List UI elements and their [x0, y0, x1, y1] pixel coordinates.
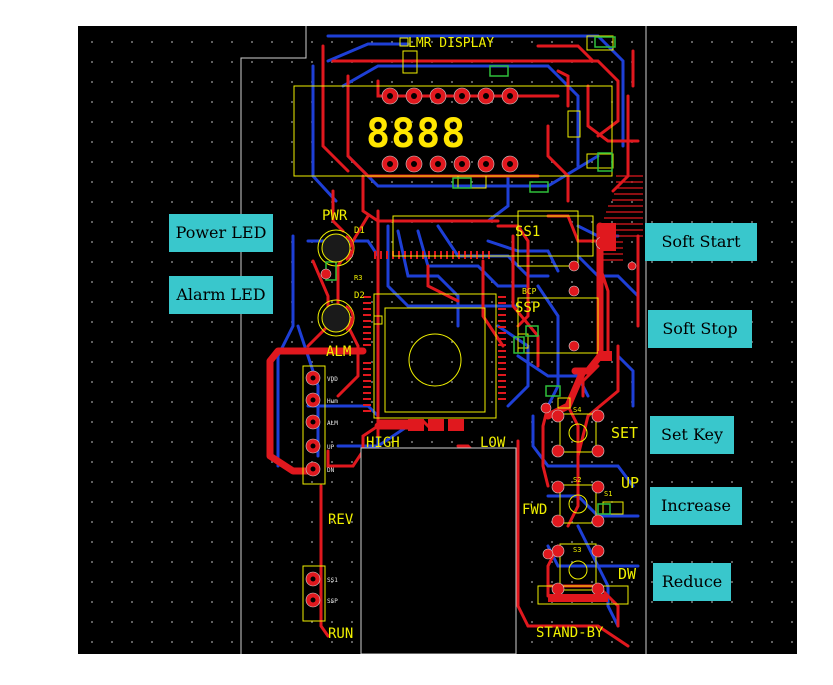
- led-pad-rings: [345, 234, 355, 332]
- smd-pads: [408, 223, 616, 602]
- d2-label: D2: [354, 291, 365, 301]
- callout-soft-start-text: Soft Start: [661, 232, 741, 251]
- up-label: UP: [621, 474, 639, 492]
- callout-set-key: Set Key: [650, 416, 734, 454]
- ic-pin-rows: [363, 251, 506, 412]
- run-label: RUN: [328, 626, 353, 642]
- dw-label: DW: [618, 565, 637, 583]
- rev-label: REV: [328, 512, 354, 528]
- pcb-layout: LMR DISPLAY 8888 PWR D1 D2 R3 ALM SS1 SS…: [240, 26, 647, 654]
- callout-alarm-led-text: Alarm LED: [176, 285, 266, 304]
- callout-increase: Increase: [650, 487, 742, 525]
- top-copper-traces: [306, 44, 640, 648]
- callout-power-led: Power LED: [169, 214, 273, 252]
- s3-label: S3: [573, 546, 581, 554]
- pin-alm-label: ALM: [327, 420, 338, 427]
- callout-reduce: Reduce: [653, 563, 731, 601]
- fwd-label: FWD: [522, 502, 547, 518]
- seven-segment-display: 8888: [366, 111, 466, 157]
- bcp-label: BCP: [522, 287, 537, 296]
- led-indicators: [321, 233, 351, 333]
- s4-label: S4: [573, 406, 581, 414]
- pin-hum-label: Hum: [327, 398, 338, 405]
- low-label: LOW: [480, 435, 506, 451]
- s1-label: S1: [604, 490, 612, 498]
- r3-label: R3: [354, 274, 362, 282]
- component-outlines: [293, 35, 629, 622]
- callout-increase-text: Increase: [661, 496, 731, 515]
- pin-dn-label: DN: [327, 467, 335, 474]
- pin-vdd-label: VDD: [327, 376, 338, 383]
- set-label: SET: [611, 424, 638, 442]
- d1-label: D1: [354, 226, 365, 236]
- pin-ssp-label: SSP: [327, 598, 338, 605]
- callout-soft-start: Soft Start: [645, 223, 757, 261]
- callout-alarm-led: Alarm LED: [169, 276, 273, 314]
- ssp-label: SSP: [515, 300, 540, 316]
- s2-label: S2: [573, 476, 581, 484]
- callout-power-led-text: Power LED: [175, 223, 267, 242]
- connector-cutout: [360, 447, 517, 654]
- board-outline: [240, 26, 647, 654]
- callout-soft-stop-text: Soft Stop: [662, 319, 738, 338]
- pin-up-label: UP: [327, 444, 335, 451]
- callout-reduce-text: Reduce: [661, 572, 723, 591]
- callout-soft-stop: Soft Stop: [648, 310, 752, 348]
- display-title-label: LMR DISPLAY: [408, 36, 494, 51]
- pin-ss1-label: SS1: [327, 577, 338, 584]
- callout-set-key-text: Set Key: [661, 425, 723, 444]
- ss1-label: SS1: [515, 224, 540, 240]
- stand-by-label: STAND-BY: [536, 625, 604, 641]
- pwr-label: PWR: [322, 208, 348, 224]
- high-label: HIGH: [366, 435, 400, 451]
- alm-label: ALM: [326, 344, 351, 360]
